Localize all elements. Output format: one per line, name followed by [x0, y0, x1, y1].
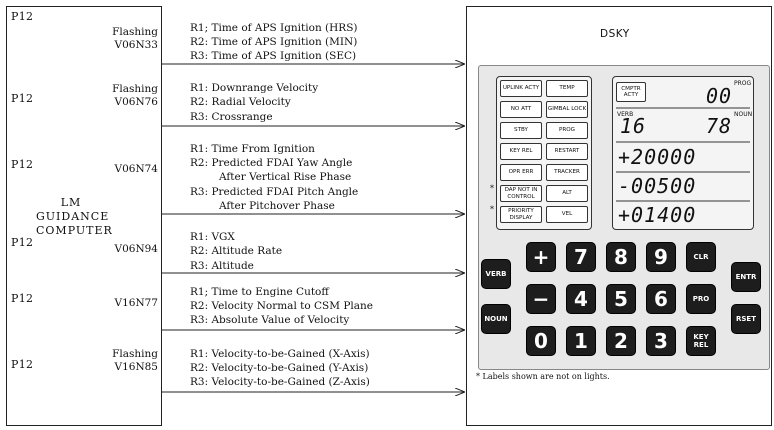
register-g1-r3: R3: Time of APS Ignition (SEC) — [190, 50, 357, 62]
star-marker-2: * — [490, 205, 494, 214]
register-g2-r2: R2: Radial Velocity — [190, 96, 291, 108]
register-g3-r3: R3: Predicted FDAI Pitch Angle — [190, 186, 359, 198]
verb-label: VERB — [617, 111, 634, 118]
register-g6-r2: R2: Velocity-to-be-Gained (Y-Axis) — [190, 362, 369, 374]
mode-code-2: V06N76 — [114, 96, 159, 108]
mode-status-6: Flashing — [112, 348, 158, 360]
register-g5-r3: R3: Absolute Value of Velocity — [190, 314, 350, 326]
light-opr-err: OPR ERR — [500, 164, 542, 181]
mode-code-5: V16N77 — [114, 297, 159, 309]
register-2-value: -00500 — [618, 174, 697, 198]
plus-key[interactable]: + — [526, 242, 556, 272]
register-1-value: +20000 — [618, 145, 697, 169]
rset-key[interactable]: RSET — [731, 304, 761, 334]
register-g4-r2: R2: Altitude Rate — [190, 245, 283, 257]
register-g6-r1: R1: Velocity-to-be-Gained (X-Axis) — [190, 348, 370, 360]
key-0[interactable]: 0 — [526, 326, 556, 356]
key-8[interactable]: 8 — [606, 242, 636, 272]
key-5[interactable]: 5 — [606, 284, 636, 314]
key-7[interactable]: 7 — [566, 242, 596, 272]
light-gimbal-lock: GIMBAL LOCK — [546, 101, 588, 118]
light-no-att: NO ATT — [500, 101, 542, 118]
computer-label-line1: LM — [60, 196, 82, 209]
light-prog: PROG — [546, 122, 588, 139]
register-g6-r3: R3: Velocity-to-be-Gained (Z-Axis) — [190, 376, 370, 388]
minus-key[interactable]: − — [526, 284, 556, 314]
light-key-rel: KEY REL — [500, 143, 542, 160]
key-rel-key[interactable]: KEY REL — [686, 326, 716, 356]
mode-status-1: Flashing — [112, 26, 158, 38]
key-9[interactable]: 9 — [646, 242, 676, 272]
key-4[interactable]: 4 — [566, 284, 596, 314]
light-temp: TEMP — [546, 80, 588, 97]
register-g3-r3-cont: After Pitchover Phase — [219, 200, 335, 212]
star-marker-1: * — [490, 184, 494, 193]
key-6[interactable]: 6 — [646, 284, 676, 314]
light-priority-display: PRIORITY DISPLAY — [500, 206, 542, 223]
noun-label: NOUN — [734, 111, 753, 118]
mode-code-4: V06N94 — [114, 243, 159, 255]
key-2[interactable]: 2 — [606, 326, 636, 356]
register-g5-r1: R1; Time to Engine Cutoff — [190, 286, 329, 298]
program-label-3: P12 — [11, 158, 34, 171]
dsky-title: DSKY — [600, 28, 630, 40]
lm-guidance-computer-box — [6, 6, 162, 426]
light-alt: ALT — [546, 185, 588, 202]
noun-key[interactable]: NOUN — [481, 304, 511, 334]
noun-value: 78 — [706, 114, 733, 138]
key-3[interactable]: 3 — [646, 326, 676, 356]
register-g2-r1: R1: Downrange Velocity — [190, 82, 319, 94]
register-g3-r2: R2: Predicted FDAI Yaw Angle — [190, 157, 353, 169]
prog-value: 00 — [706, 84, 733, 108]
register-g1-r1: R1; Time of APS Ignition (HRS) — [190, 22, 358, 34]
light-vel: VEL — [546, 206, 588, 223]
dsky-frame — [466, 6, 772, 426]
comp-acty-light: CMPTR ACTY — [616, 82, 646, 102]
key-1[interactable]: 1 — [566, 326, 596, 356]
mode-code-1: V06N33 — [114, 39, 159, 51]
mode-code-6: V16N85 — [114, 361, 159, 373]
program-label-1: P12 — [11, 10, 34, 23]
mode-status-2: Flashing — [112, 83, 158, 95]
program-label-2: P12 — [11, 92, 34, 105]
mode-code-3: V06N74 — [114, 163, 159, 175]
dsky-footnote: * Labels shown are not on lights. — [476, 372, 610, 381]
register-g3-r1: R1: Time From Ignition — [190, 143, 315, 155]
verb-key[interactable]: VERB — [481, 259, 511, 289]
register-3-value: +01400 — [618, 203, 697, 227]
register-g4-r3: R3: Altitude — [190, 260, 254, 272]
light-tracker: TRACKER — [546, 164, 588, 181]
computer-label-line3: COMPUTER — [36, 224, 113, 237]
light-stby: STBY — [500, 122, 542, 139]
pro-key[interactable]: PRO — [686, 284, 716, 314]
register-g5-r2: R2: Velocity Normal to CSM Plane — [190, 300, 373, 312]
register-g1-r2: R2: Time of APS Ignition (MIN) — [190, 36, 358, 48]
clr-key[interactable]: CLR — [686, 242, 716, 272]
computer-label-line2: GUIDANCE — [36, 210, 110, 223]
light-restart: RESTART — [546, 143, 588, 160]
prog-label: PROG — [734, 80, 752, 87]
display-divider-lines — [616, 107, 750, 202]
register-g3-r2-cont: After Vertical Rise Phase — [219, 171, 352, 183]
program-label-6: P12 — [11, 358, 34, 371]
entr-key[interactable]: ENTR — [731, 262, 761, 292]
register-g2-r3: R3: Crossrange — [190, 111, 273, 123]
program-label-4: P12 — [11, 236, 34, 249]
verb-value: 16 — [620, 114, 647, 138]
light-uplink-acty: UPLINK ACTY — [500, 80, 542, 97]
light-dap-not-in-control: DAP NOT IN CONTROL — [500, 185, 542, 202]
register-g4-r1: R1: VGX — [190, 231, 235, 243]
program-label-5: P12 — [11, 292, 34, 305]
